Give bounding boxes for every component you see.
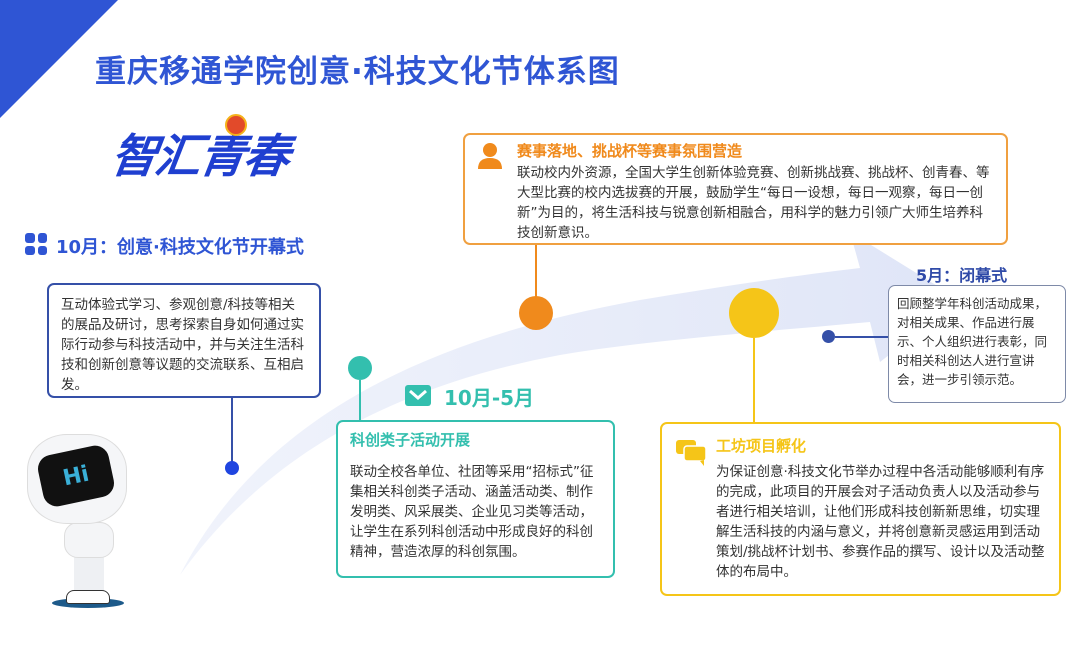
connector-line [359,380,361,420]
workshop-heading: 工坊项目孵化 [716,437,807,455]
competition-body: 联动校内外资源，全国大学生创新体验竞赛、创新挑战赛、挑战杯、创青春、等大型比赛的… [517,165,990,241]
workshop-body: 为保证创意·科技文化节举办过程中各活动能够顺利有序的完成，此项目的开展会对子活动… [716,464,1045,580]
logo: 智汇青春 [108,112,322,192]
opening-heading: 10月：创意·科技文化节开幕式 [56,237,304,258]
connector-line [535,245,537,297]
robot-mascot: Hi [22,430,132,610]
period-body: 联动全校各单位、社团等采用“招标式”征集相关科创类子活动、涵盖活动类、制作发明类… [350,464,594,560]
period-card: 科创类子活动开展 联动全校各单位、社团等采用“招标式”征集相关科创类子活动、涵盖… [336,420,615,578]
period-heading: 科创类子活动开展 [350,431,471,449]
logo-text: 智汇青春 [107,129,292,183]
closing-heading: 5月：闭幕式 [916,266,1008,285]
connector-line [753,338,755,422]
chat-bubbles-icon [676,440,706,466]
timeline-dot-period [348,356,372,380]
closing-body: 回顾整学年科创活动成果，对相关成果、作品进行展示、个人组织进行表彰，同时相关科创… [897,296,1048,387]
connector-line [835,336,888,338]
grid-icon [25,233,47,255]
star-badge-icon [225,114,247,136]
opening-body: 互动体验式学习、参观创意/科技等相关的展品及研讨，思考探索自身如何通过实际行动参… [61,297,304,393]
page-title: 重庆移通学院创意·科技文化节体系图 [95,54,620,90]
period-label: 10月-5月 [444,386,535,410]
connector-line [231,398,233,466]
robot-screen-text: Hi [60,461,92,491]
timeline-dot-workshop [729,288,779,338]
closing-card: 回顾整学年科创活动成果，对相关成果、作品进行展示、个人组织进行表彰，同时相关科创… [888,285,1066,403]
person-icon [478,143,502,169]
corner-triangle [0,0,118,118]
timeline-dot-closing [822,330,835,343]
workshop-card: 工坊项目孵化 为保证创意·科技文化节举办过程中各活动能够顺利有序的完成，此项目的… [660,422,1061,596]
timeline-dot-opening [225,461,239,475]
envelope-icon [405,385,431,406]
timeline-dot-competition [519,296,553,330]
competition-heading: 赛事落地、挑战杯等赛事氛围营造 [517,142,743,160]
opening-card: 互动体验式学习、参观创意/科技等相关的展品及研讨，思考探索自身如何通过实际行动参… [47,283,321,398]
competition-card: 赛事落地、挑战杯等赛事氛围营造 联动校内外资源，全国大学生创新体验竞赛、创新挑战… [463,133,1008,245]
